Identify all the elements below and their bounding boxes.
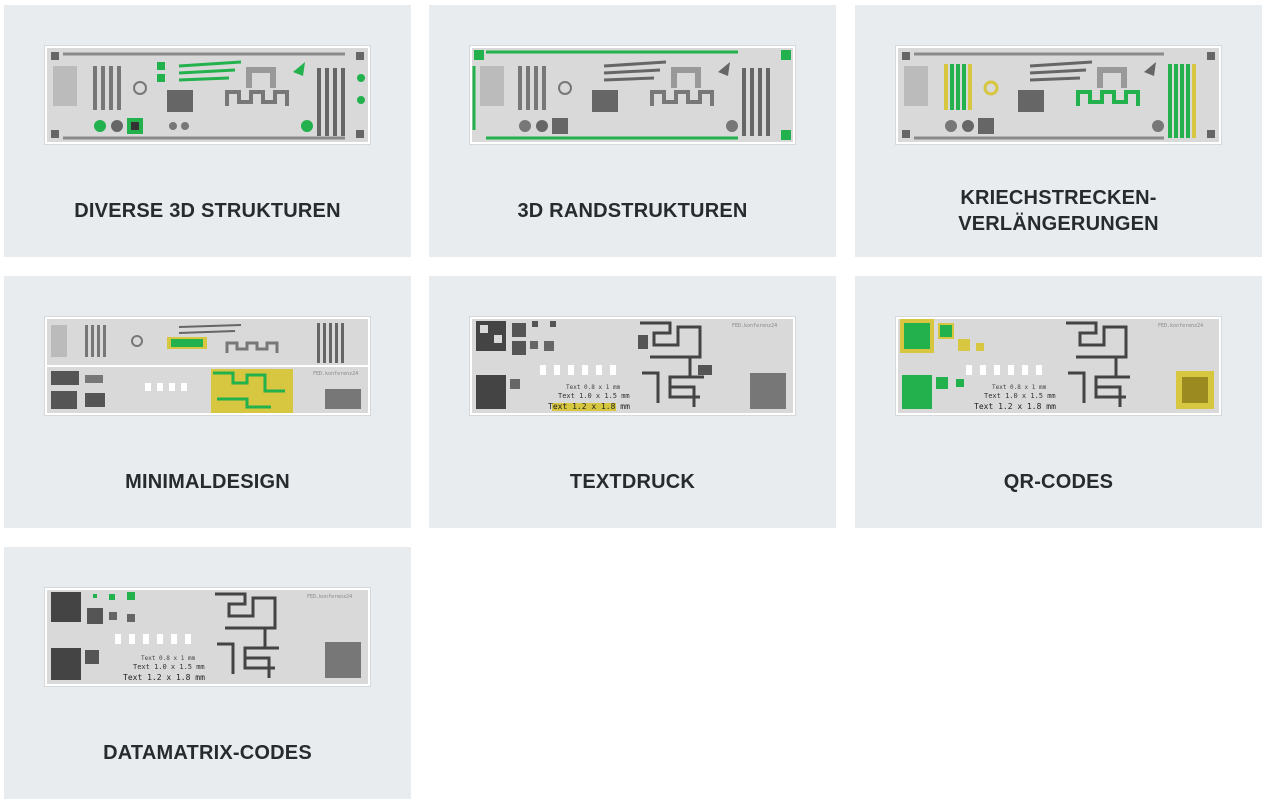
card-title: QR-CODES [1003, 471, 1114, 493]
card-title: TEXTDRUCK [569, 471, 696, 493]
thumb-conference-text: FED.konferenz24 [313, 371, 358, 377]
thumb-conference-text: FED.konferenz24 [1158, 323, 1203, 329]
card-title: 3D RANDSTRUKTUREN [517, 200, 748, 222]
card-thumbnail [469, 45, 796, 145]
card-qr-codes[interactable]: Text 0.8 x 1 mm Text 1.0 x 1.5 mm Text 1… [855, 276, 1262, 528]
pcb-preview-image: FED.konferenz24 [47, 319, 368, 413]
thumb-conference-text: FED.konferenz24 [732, 323, 777, 329]
card-title: DIVERSE 3D STRUKTUREN [74, 200, 341, 222]
thumb-conference-text: FED.konferenz24 [307, 594, 352, 600]
thumb-text-line-1: Text 0.8 x 1 mm [992, 384, 1047, 391]
card-thumbnail: Text 0.8 x 1 mm Text 1.0 x 1.5 mm Text 1… [469, 316, 796, 416]
thumb-text-line-1: Text 0.8 x 1 mm [141, 655, 196, 662]
card-minimaldesign[interactable]: FED.konferenz24 MINIMALDESIGN [4, 276, 411, 528]
pcb-preview-image [472, 48, 793, 142]
card-thumbnail: Text 0.8 x 1 mm Text 1.0 x 1.5 mm Text 1… [44, 587, 371, 687]
card-title: KRIECHSTRECKEN- VERLÄNGERUNGEN [958, 187, 1159, 235]
card-datamatrix-codes[interactable]: Text 0.8 x 1 mm Text 1.0 x 1.5 mm Text 1… [4, 547, 411, 799]
thumb-text-line-1: Text 0.8 x 1 mm [566, 384, 621, 391]
card-thumbnail [44, 45, 371, 145]
pcb-preview-image: Text 0.8 x 1 mm Text 1.0 x 1.5 mm Text 1… [472, 319, 793, 413]
pcb-preview-image: Text 0.8 x 1 mm Text 1.0 x 1.5 mm Text 1… [47, 590, 368, 684]
card-3d-randstrukturen[interactable]: 3D RANDSTRUKTUREN [429, 5, 836, 257]
card-textdruck[interactable]: Text 0.8 x 1 mm Text 1.0 x 1.5 mm Text 1… [429, 276, 836, 528]
card-thumbnail [895, 45, 1222, 145]
thumb-text-line-3: Text 1.2 x 1.8 mm [548, 402, 630, 411]
card-title: DATAMATRIX-CODES [103, 742, 312, 764]
thumb-text-line-2: Text 1.0 x 1.5 mm [558, 392, 630, 400]
card-thumbnail: FED.konferenz24 [44, 316, 371, 416]
thumb-text-line-2: Text 1.0 x 1.5 mm [984, 392, 1056, 400]
thumb-text-line-3: Text 1.2 x 1.8 mm [974, 402, 1056, 411]
pcb-preview-image [898, 48, 1219, 142]
pcb-preview-image [47, 48, 368, 142]
card-diverse-3d-strukturen[interactable]: DIVERSE 3D STRUKTUREN [4, 5, 411, 257]
card-kriechstrecken-verlaengerungen[interactable]: KRIECHSTRECKEN- VERLÄNGERUNGEN [855, 5, 1262, 257]
card-title: MINIMALDESIGN [125, 471, 290, 493]
thumb-text-line-2: Text 1.0 x 1.5 mm [133, 663, 205, 671]
pcb-preview-image: Text 0.8 x 1 mm Text 1.0 x 1.5 mm Text 1… [898, 319, 1219, 413]
thumb-text-line-3: Text 1.2 x 1.8 mm [123, 673, 205, 682]
card-thumbnail: Text 0.8 x 1 mm Text 1.0 x 1.5 mm Text 1… [895, 316, 1222, 416]
